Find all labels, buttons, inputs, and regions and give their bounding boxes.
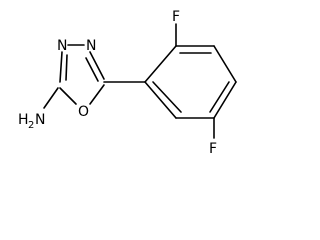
- phenyl-ring: [144, 45, 237, 119]
- chemical-structure: N N O H 2 N F F: [18, 9, 237, 155]
- atom-amine-subscript: 2: [28, 120, 34, 131]
- bond-ph-3: [213, 45, 237, 83]
- bond-c2-n3: [59, 51, 63, 83]
- atom-f-bottom: F: [209, 141, 217, 155]
- bond-ph-1: [144, 45, 177, 83]
- atom-n-left: N: [57, 38, 67, 54]
- atom-o: O: [78, 104, 89, 120]
- atom-amine-h: H: [18, 112, 29, 128]
- atom-n-right: N: [86, 38, 96, 54]
- bond-ph-6: [144, 81, 177, 119]
- bond-ph-inner-2: [209, 81, 230, 113]
- bond-ph-inner-3: [152, 81, 182, 113]
- atom-f-top: F: [172, 9, 180, 25]
- oxadiazole-ring: [43, 44, 105, 109]
- atom-amine-n: N: [35, 112, 45, 128]
- bond-c2-o1: [59, 87, 77, 105]
- bond-c2-n3-inner: [65, 54, 68, 81]
- bond-ph-4: [213, 81, 237, 119]
- bond-c5-o1: [89, 84, 105, 105]
- bond-c2-nh2: [43, 87, 59, 109]
- bond-n4-c5-inner: [85, 57, 99, 82]
- bond-n4-c5: [89, 51, 105, 80]
